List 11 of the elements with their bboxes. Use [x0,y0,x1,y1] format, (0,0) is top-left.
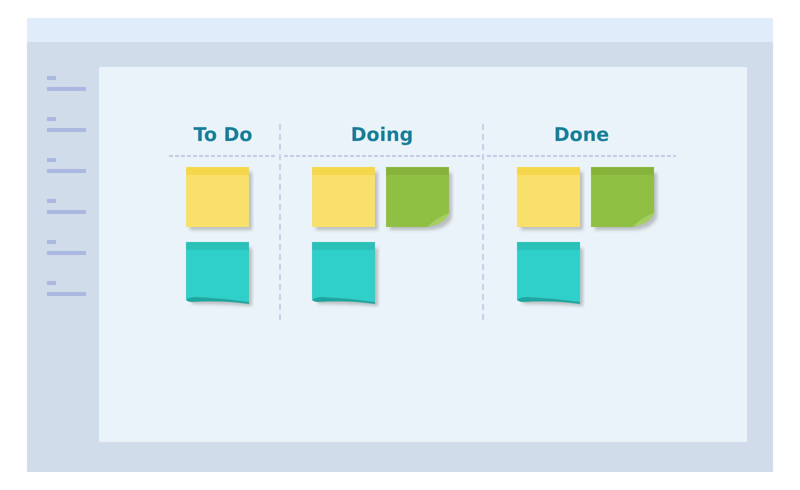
column-heading: To Do [194,124,252,146]
sticky-note [591,167,659,233]
sticky-note [186,167,254,233]
sticky-note [517,242,585,308]
column-heading: Doing [350,124,414,146]
sticky-note [312,167,380,233]
column-heading: Done [554,124,610,146]
sticky-note [312,242,380,308]
sticky-note [517,167,585,233]
sticky-note [186,242,254,308]
sticky-note [386,167,454,233]
